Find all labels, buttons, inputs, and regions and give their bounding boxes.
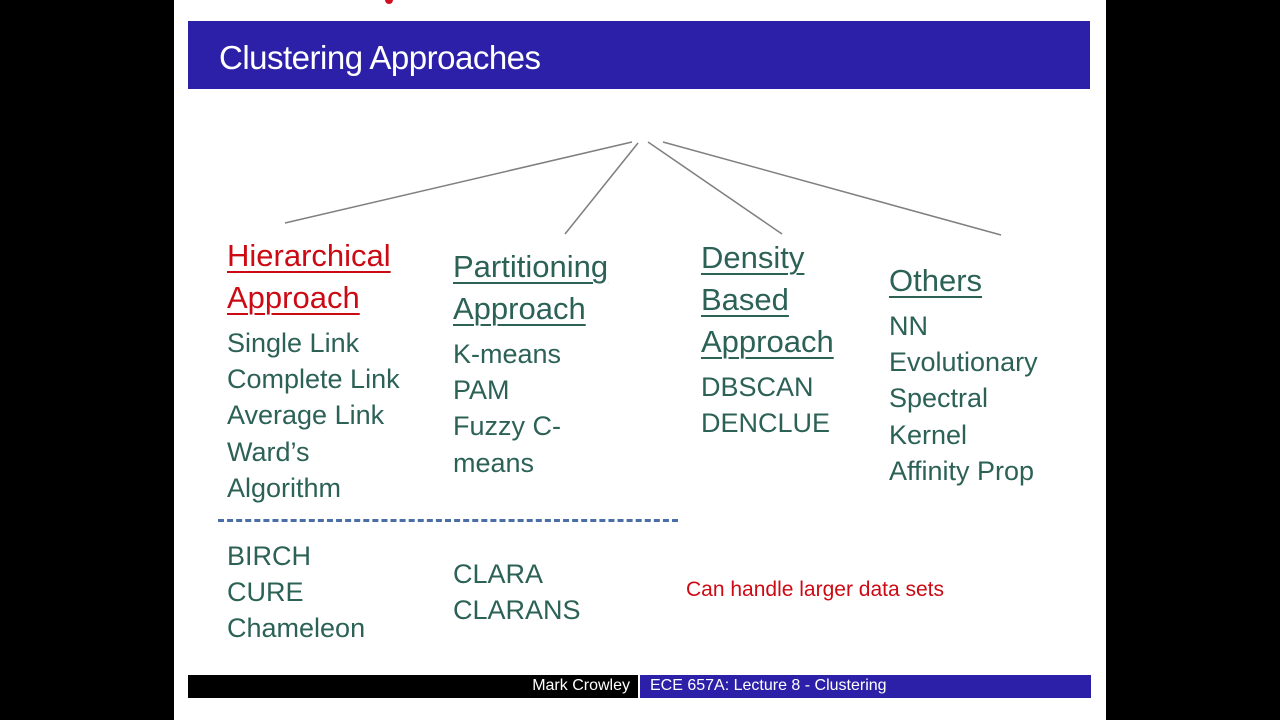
- large-datasets-note: Can handle larger data sets: [686, 578, 944, 601]
- slide: [174, 0, 1106, 720]
- list-item: BIRCH: [227, 541, 312, 571]
- large-dataset-list-partitioning: CLARA CLARANS: [453, 556, 581, 628]
- list-item: PAM: [453, 375, 510, 406]
- heading-line: Partitioning: [453, 249, 609, 284]
- list-item: Spectral: [889, 383, 989, 414]
- list-item: Complete Link: [227, 364, 400, 395]
- heading-line: Approach: [701, 324, 834, 359]
- list-item: CLARANS: [453, 595, 581, 626]
- algorithm-list-others: NN Evolutionary Spectral Kernel Affinity…: [889, 308, 1038, 489]
- list-item: Ward’s: [227, 436, 310, 467]
- heading-line: Others: [889, 263, 983, 298]
- column-hierarchical: Hierarchical Approach Single Link Comple…: [227, 235, 400, 506]
- title-bar: Clustering Approaches: [188, 21, 1090, 89]
- heading-line: Approach: [453, 291, 586, 326]
- list-item: Affinity Prop: [889, 455, 1035, 486]
- list-item: DENCLUE: [701, 408, 831, 439]
- footer-author-bar: Mark Crowley: [188, 675, 638, 698]
- list-item: CLARA: [453, 559, 544, 589]
- footer-author: Mark Crowley: [532, 677, 630, 694]
- heading-line: Approach: [227, 280, 360, 315]
- footer-course: ECE 657A: Lecture 8 - Clustering: [650, 677, 887, 694]
- list-item: Kernel: [889, 419, 968, 450]
- list-item: DBSCAN: [701, 372, 814, 402]
- slide-title: Clustering Approaches: [219, 39, 541, 76]
- heading-density[interactable]: Density Based Approach: [701, 237, 834, 363]
- list-item: Fuzzy C-: [453, 411, 561, 442]
- algorithm-list-density: DBSCAN DENCLUE: [701, 369, 834, 441]
- heading-others[interactable]: Others: [889, 260, 1038, 302]
- list-item: K-means: [453, 339, 562, 369]
- list-item: Algorithm: [227, 472, 342, 503]
- column-density: Density Based Approach DBSCAN DENCLUE: [701, 237, 834, 441]
- list-item: Average Link: [227, 400, 385, 431]
- heading-partitioning[interactable]: Partitioning Approach: [453, 246, 608, 330]
- list-item: Evolutionary: [889, 347, 1038, 378]
- list-item: CURE: [227, 577, 304, 608]
- algorithm-list-partitioning: K-means PAM Fuzzy C- means: [453, 336, 608, 481]
- column-others: Others NN Evolutionary Spectral Kernel A…: [889, 260, 1038, 489]
- heading-line: Based: [701, 282, 789, 317]
- divider-dashed-line: [218, 519, 678, 522]
- footer-course-bar: ECE 657A: Lecture 8 - Clustering: [640, 675, 1091, 698]
- annotation-mark: [385, 0, 393, 4]
- column-partitioning: Partitioning Approach K-means PAM Fuzzy …: [453, 246, 608, 481]
- heading-line: Density: [701, 240, 805, 275]
- algorithm-list-hierarchical: Single Link Complete Link Average Link W…: [227, 325, 400, 506]
- list-item: Chameleon: [227, 613, 366, 644]
- large-dataset-list-hierarchical: BIRCH CURE Chameleon: [227, 538, 365, 647]
- list-item: Single Link: [227, 328, 360, 358]
- heading-hierarchical[interactable]: Hierarchical Approach: [227, 235, 400, 319]
- list-item: NN: [889, 311, 928, 341]
- list-item: means: [453, 447, 535, 478]
- heading-line: Hierarchical: [227, 238, 391, 273]
